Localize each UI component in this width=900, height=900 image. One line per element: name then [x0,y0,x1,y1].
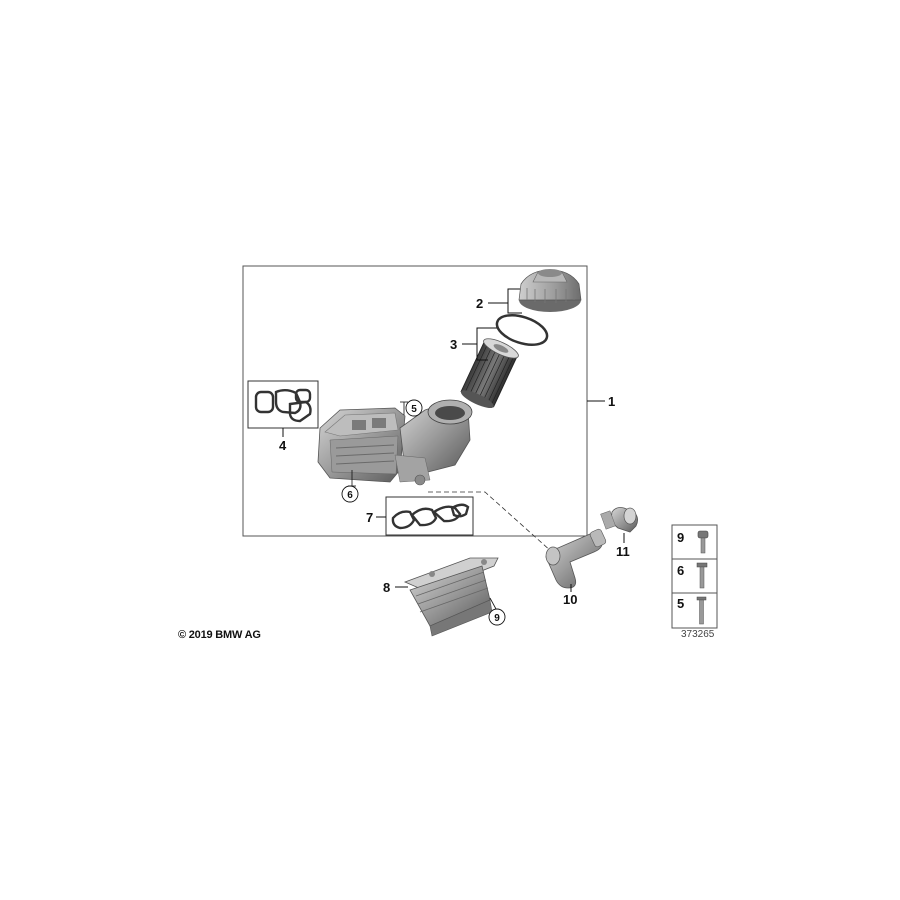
connection-dash [428,491,553,553]
o-ring-part [495,314,549,346]
copyright-text: © 2019 BMW AG [178,629,261,641]
svg-text:5: 5 [411,404,417,415]
svg-text:6: 6 [347,490,353,501]
filter-element-part [460,338,519,409]
callout-4: 4 [279,438,287,453]
legend-row3-label: 5 [677,596,684,611]
legend-row1-label: 9 [677,530,684,545]
pipe-elbow-part [545,528,607,589]
gasket-set-7-part [391,503,470,530]
callout-10: 10 [563,592,577,607]
leader-5 [400,401,408,415]
filter-housing-part [317,399,473,486]
fastener-legend: 9 6 5 [671,524,718,629]
circle-callout-6: 6 [341,485,359,503]
oil-cooler-part [403,557,499,637]
circle-callout-9: 9 [488,608,506,626]
callout-8: 8 [383,580,390,595]
callout-11: 11 [616,544,630,559]
callout-2: 2 [476,296,483,311]
leader-9 [489,597,497,610]
bolt-9-icon [697,530,709,554]
bolt-6-icon [696,562,708,589]
callout-7: 7 [366,510,373,525]
circle-callout-5: 5 [405,399,423,417]
callout-3: 3 [450,337,457,352]
legend-row2-label: 6 [677,563,684,578]
svg-text:9: 9 [494,613,500,624]
bolt-5-icon [696,596,707,625]
leader-2 [488,288,522,314]
callout-1: 1 [608,394,615,409]
filter-cap-part [518,269,582,312]
gasket-set-part [254,388,312,423]
leader-3 [462,327,497,361]
diagram-number: 373265 [681,629,715,640]
sleeve-part [600,507,638,533]
